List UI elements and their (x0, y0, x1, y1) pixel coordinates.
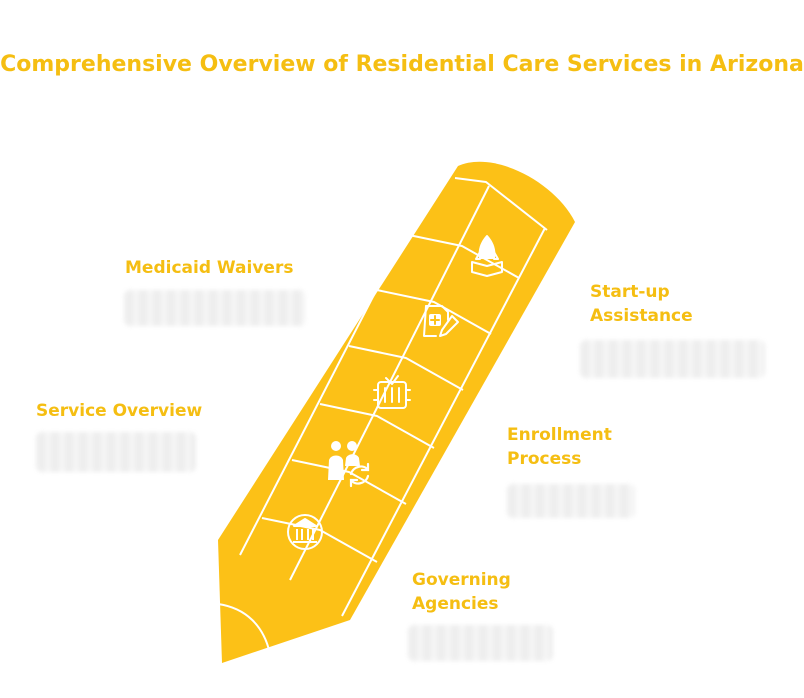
enrollment-description-placeholder (507, 484, 635, 518)
pencil-band-4 (319, 403, 435, 449)
label-enrollment-process: Enrollment Process (507, 425, 612, 469)
startup-description-placeholder (580, 340, 765, 378)
pencil-band-6 (261, 517, 378, 563)
rocket-icon (471, 235, 503, 277)
label-service-overview: Service Overview (36, 401, 203, 421)
government-building-icon (287, 514, 323, 550)
service-description-placeholder (36, 432, 196, 472)
pencil-band-5 (291, 459, 407, 505)
checklist-icon (373, 375, 411, 409)
medical-document-icon (423, 305, 459, 337)
label-startup-assistance: Start-up Assistance (590, 282, 693, 326)
pencil-band-1 (403, 233, 520, 279)
medicaid-description-placeholder (124, 290, 306, 326)
pencil-column-line-right (341, 227, 546, 617)
pencil-tip-line (217, 603, 271, 655)
label-medicaid-waivers: Medicaid Waivers (125, 258, 294, 278)
people-cycle-icon (328, 441, 370, 488)
pencil-band-3 (348, 345, 464, 391)
diagram-title: Comprehensive Overview of Residential Ca… (0, 52, 804, 77)
label-governing-agencies: Governing Agencies (412, 570, 511, 614)
pencil-band-2 (376, 289, 492, 335)
governing-description-placeholder (408, 625, 553, 661)
pencil-cap-line (454, 177, 548, 231)
pencil-column-line-left (239, 181, 433, 556)
